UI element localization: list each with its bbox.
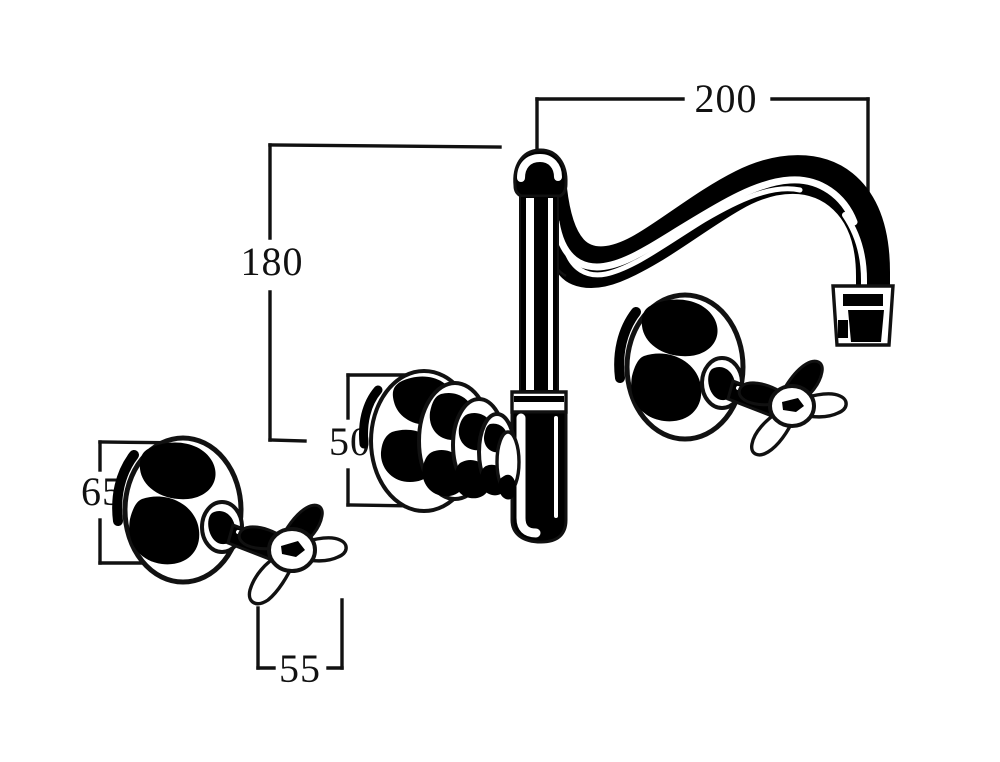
dimension-label-180: 180 [241, 239, 304, 284]
central-riser-column [510, 148, 568, 544]
right-escutcheon-rim-shadow [614, 307, 641, 383]
dimension-180-geometry [268, 143, 502, 443]
left-stem-collar-shadow [208, 510, 236, 545]
dimension-55-geometry [256, 598, 344, 670]
right-handle-hub-button [782, 398, 804, 412]
swan-neck-spout [534, 155, 895, 347]
riser-dome-shadow-band [527, 180, 554, 189]
riser-upper-highlight [526, 198, 534, 390]
dimension-lines-group [98, 97, 870, 670]
riser-collar-shadow [514, 396, 564, 402]
left-cross-handle-assembly [112, 435, 348, 606]
right-cross-handle-assembly [614, 292, 848, 457]
riser-dome-highlight [517, 153, 562, 182]
aerator-shadow-block [848, 310, 884, 342]
aerator-collar-band [843, 294, 883, 306]
spout-highlight-lower [563, 186, 803, 278]
left-escutcheon-rim-shadow [112, 450, 139, 526]
dimension-label-55: 55 [279, 646, 321, 691]
left-handle-hub-button [281, 541, 305, 557]
left-escutcheon-shadow-lower [129, 496, 200, 565]
left-escutcheon-shadow-upper [139, 442, 216, 500]
spout-elbow-highlight [842, 212, 867, 297]
riser-upper-edge-highlight [548, 198, 553, 390]
right-stem-collar-shadow [708, 366, 736, 401]
right-escutcheon-shadow-lower [631, 353, 702, 422]
aerator-left-shadow [838, 320, 848, 338]
dimension-labels-group: 200 180 50 65 55 [81, 76, 758, 691]
left-cross-handle [237, 503, 348, 606]
dimension-label-200: 200 [695, 76, 758, 121]
spout-aerator-outlet [831, 284, 895, 347]
valve-broach-star [486, 432, 506, 450]
valve-rear-rim-shadow [359, 385, 383, 449]
spout-highlight-upper [552, 176, 858, 271]
riser-lower-highlight [516, 413, 541, 538]
right-cross-handle [737, 359, 848, 457]
right-escutcheon-shadow-upper [641, 299, 718, 357]
valve-ring-4-shadow [498, 474, 516, 500]
middle-valve-body [359, 369, 521, 513]
